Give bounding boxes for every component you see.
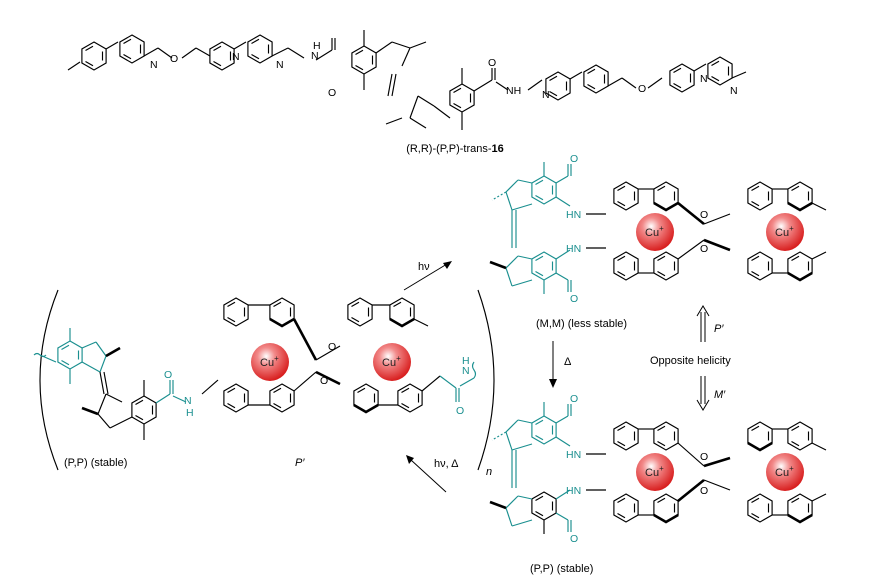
arrow-p-prime-label: P′ <box>714 323 724 335</box>
cu-ion-mm-1 <box>636 213 674 251</box>
arrow-delta-label: Δ <box>564 356 572 368</box>
pp-left-atom-o1: O <box>164 369 172 381</box>
ligand-label: (R,R)-(P,P)-trans-16 <box>406 143 504 155</box>
cu-ion-mm-2 <box>766 213 804 251</box>
pp-right-label: (P,P) (stable) <box>530 563 593 575</box>
cu-ion-pp-left-2 <box>373 343 411 381</box>
ligand-atom-n5: N <box>700 73 708 85</box>
mm-atom-hn1: HN <box>566 209 581 221</box>
arrow-m-prime <box>696 376 710 411</box>
polymer-subscript: n <box>486 466 492 478</box>
mm-atom-o4: O <box>700 243 708 255</box>
pp-left-atom-n2: N <box>462 365 470 377</box>
pp-polymer-structure: Cu+ Cu+ O N H O O N H O <box>33 289 495 471</box>
cu-label-pp-left-2: Cu+ <box>382 354 401 369</box>
ligand-structure: N O N N N H O O NH N O N N <box>67 30 747 130</box>
pp-left-atom-h1: H <box>186 407 194 419</box>
pp-right-atom-o4: O <box>700 485 708 497</box>
mm-atom-o2: O <box>570 293 578 305</box>
ligand-atom-nh2: NH <box>506 85 521 97</box>
pp-right-atom-o3: O <box>700 451 708 463</box>
ligand-atom-n2: N <box>232 51 240 63</box>
mm-label: (M,M) (less stable) <box>536 318 627 330</box>
ligand-atom-n1: N <box>150 59 158 71</box>
mm-atom-hn2: HN <box>566 243 581 255</box>
cu-ion-pp-left-1 <box>251 343 289 381</box>
arrow-hv <box>403 261 452 291</box>
ligand-atom-h1: H <box>313 40 321 52</box>
cu-label-mm-2: Cu+ <box>775 224 794 239</box>
opposite-helicity-label: Opposite helicity <box>650 355 731 367</box>
ligand-atom-o2: O <box>328 87 336 99</box>
pp-left-label: (P,P) (stable) <box>64 457 127 469</box>
arrow-hv-label: hν <box>418 261 430 273</box>
ligand-atom-o3: O <box>488 57 496 69</box>
arrow-p-prime <box>696 305 710 342</box>
pp-left-atom-h2: H <box>462 355 470 367</box>
ligand-atom-nh1: N <box>311 50 319 62</box>
pp-right-atom-hn2: HN <box>566 485 581 497</box>
pp-right-atom-hn1: HN <box>566 449 581 461</box>
arrow-delta <box>549 341 557 388</box>
pp-left-atom-n1: N <box>184 395 192 407</box>
pp-left-handedness: P′ <box>295 457 305 469</box>
pp-right-atom-o2: O <box>570 533 578 545</box>
pp-complex-structure-right: Cu+ Cu+ HN O HN O O O <box>489 393 827 545</box>
arrow-m-prime-label: M′ <box>714 389 726 401</box>
ligand-atom-n4: N <box>542 89 550 101</box>
polymer-bracket-right <box>477 289 495 471</box>
cu-label-pp-left-1: Cu+ <box>260 354 279 369</box>
ligand-atom-o1: O <box>170 53 178 65</box>
cu-ion-pp-right-2 <box>766 453 804 491</box>
ligand-atom-o4: O <box>638 83 646 95</box>
cu-label-pp-right-1: Cu+ <box>645 464 664 479</box>
ligand-atom-n3: N <box>276 59 284 71</box>
mm-atom-o3: O <box>700 209 708 221</box>
arrow-hv-delta-label: hν, Δ <box>434 458 459 470</box>
pp-right-atom-o1: O <box>570 393 578 405</box>
cu-label-pp-right-2: Cu+ <box>775 464 794 479</box>
mm-atom-o1: O <box>570 153 578 165</box>
pp-left-atom-o4: O <box>456 405 464 417</box>
cu-label-mm-1: Cu+ <box>645 224 664 239</box>
polymer-bracket-left <box>39 289 59 471</box>
ligand-atom-n6: N <box>730 85 738 97</box>
pp-left-atom-o3: O <box>320 375 328 387</box>
pp-left-atom-o2: O <box>328 341 336 353</box>
mm-complex-structure: Cu+ Cu+ HN O HN O O O <box>489 153 827 305</box>
cu-ion-pp-right-1 <box>636 453 674 491</box>
arrow-hv-delta <box>406 455 447 493</box>
